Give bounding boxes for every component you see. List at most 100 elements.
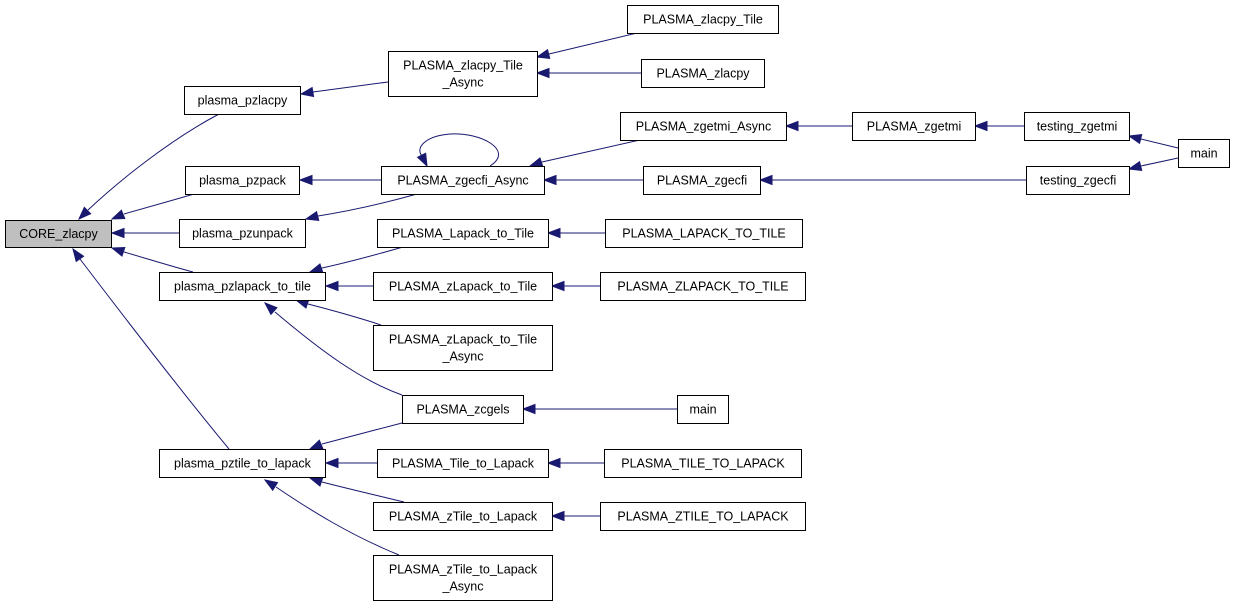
node-label: PLASMA_ZTILE_TO_LAPACK — [617, 510, 789, 524]
node-box — [377, 219, 549, 248]
node-plasma-zgetmi-async[interactable]: PLASMA_zgetmi_Async — [620, 112, 787, 141]
node-label: PLASMA_LAPACK_TO_TILE — [622, 227, 786, 241]
node-main-zcgels[interactable]: main — [677, 395, 729, 424]
node-plasma-tile-to-lapack[interactable]: PLASMA_TILE_TO_LAPACK — [604, 449, 802, 478]
edge-main_zcgels-to-PLASMA_zcgels — [521, 403, 677, 415]
node-plasma-pzunpack[interactable]: plasma_pzunpack — [179, 219, 306, 248]
node-label: PLASMA_zgetmi_Async — [636, 120, 771, 134]
node-box — [184, 86, 301, 115]
node-box — [159, 449, 326, 478]
node-plasma-zgecfi[interactable]: PLASMA_zgecfi — [643, 166, 761, 195]
edge-line — [541, 139, 641, 163]
node-plasma-zlapack-to-tile-async[interactable]: PLASMA_zLapack_to_Tile_Async — [373, 325, 553, 371]
arrowhead-icon — [110, 246, 126, 257]
node-label: main — [1190, 147, 1217, 161]
edge-line — [312, 81, 389, 93]
arrowhead-icon — [263, 302, 278, 316]
node-plasma-zlapack-to-tile[interactable]: PLASMA_ZLAPACK_TO_TILE — [600, 272, 806, 301]
arrowhead-icon — [308, 476, 324, 487]
edge-PLASMA_zgetmi-to-PLASMA_zgetmi_Async — [784, 120, 852, 132]
node-plasma-ztile-to-lapack[interactable]: PLASMA_zTile_to_Lapack — [373, 502, 553, 531]
edge-line — [317, 193, 418, 217]
edge-PLASMA_zlacpy-to-PLASMA_zlacpy_Tile_Async — [535, 67, 641, 79]
node-box — [179, 219, 306, 248]
node-plasma-ztile-to-lapack-async[interactable]: PLASMA_zTile_to_Lapack_Async — [373, 555, 553, 601]
node-plasma-pztile-to-lapack[interactable]: plasma_pztile_to_lapack — [159, 449, 326, 478]
edge-line — [123, 251, 194, 273]
node-label: PLASMA_zTile_to_Lapack — [389, 510, 538, 524]
node-label: testing_zgetmi — [1037, 120, 1118, 134]
node-box — [381, 166, 545, 195]
node-label: PLASMA_zlacpy_Tile — [643, 13, 763, 27]
node-plasma-zlacpy-tile[interactable]: PLASMA_zlacpy_Tile — [627, 5, 779, 34]
edge-line — [419, 133, 499, 167]
node-box — [1178, 139, 1230, 168]
node-label: PLASMA_ZLAPACK_TO_TILE — [617, 280, 788, 294]
edge-PLASMA_zgecfi_Async-to-PLASMA_zgecfi_Async — [416, 133, 499, 168]
node-label: testing_zgecfi — [1040, 174, 1116, 188]
arrowhead-icon — [528, 157, 544, 168]
arrowhead-icon — [758, 174, 773, 186]
node-box — [185, 166, 300, 195]
node-label: PLASMA_zlacpy — [656, 67, 750, 81]
arrowhead-icon — [542, 174, 557, 186]
node-box — [5, 220, 112, 248]
node-plasma-pzpack[interactable]: plasma_pzpack — [185, 166, 300, 195]
edge-main_testing-to-testing_zgecfi — [1127, 157, 1179, 172]
node-label: PLASMA_zlacpy_Tile — [403, 59, 523, 73]
node-box — [641, 59, 765, 88]
arrowhead-icon — [1127, 133, 1143, 145]
arrowhead-icon — [308, 263, 324, 274]
edge-PLASMA_zlacpy_Tile_Async-to-plasma_pzlacpy — [299, 81, 389, 98]
arrowhead-icon — [298, 174, 313, 186]
node-plasma-zgetmi[interactable]: PLASMA_zgetmi — [852, 112, 976, 141]
node-box — [1026, 166, 1130, 195]
node-plasma-pzlacpy[interactable]: plasma_pzlacpy — [184, 86, 301, 115]
edge-plasma_pzlapack_to_tile-to-core_zlacpy — [110, 246, 194, 273]
edge-PLASMA_zcgels-to-plasma_pzlapack_to_tile — [263, 302, 403, 396]
edge-PLASMA_ZTILE_TO_LAPACK-to-PLASMA_zTile_to_Lapack — [550, 510, 600, 522]
node-label: main — [689, 403, 716, 417]
node-plasma-zlacpy[interactable]: PLASMA_zlacpy — [641, 59, 765, 88]
node-plasma-lapack-to-tile[interactable]: PLASMA_Lapack_to_Tile — [377, 219, 549, 248]
arrowhead-icon — [784, 120, 799, 132]
node-plasma-zcgels[interactable]: PLASMA_zcgels — [402, 395, 524, 424]
node-main-testing[interactable]: main — [1178, 139, 1230, 168]
arrowhead-icon — [1127, 160, 1143, 172]
edge-PLASMA_zLapack_to_Tile_Async-to-plasma_pzlapack_to_tile — [294, 298, 382, 326]
node-box — [402, 395, 524, 424]
edge-line — [1140, 138, 1179, 149]
edge-PLASMA_zcgels-to-plasma_pztile_to_lapack — [308, 422, 403, 450]
node-box — [373, 272, 553, 301]
node-core-zlacpy: CORE_zlacpy — [5, 220, 112, 248]
node-plasma-lapack-to-tile[interactable]: PLASMA_LAPACK_TO_TILE — [605, 219, 803, 248]
node-label: PLASMA_zLapack_to_Tile — [389, 333, 537, 347]
arrowhead-icon — [324, 457, 339, 469]
edge-PLASMA_zTile_to_Lapack-to-plasma_pztile_to_lapack — [308, 476, 405, 503]
node-plasma-zlapack-to-tile[interactable]: PLASMA_zLapack_to_Tile — [373, 272, 553, 301]
node-box — [159, 272, 326, 301]
edge-line — [1140, 157, 1179, 167]
node-plasma-ztile-to-lapack[interactable]: PLASMA_ZTILE_TO_LAPACK — [600, 502, 806, 531]
node-plasma-pzlapack-to-tile[interactable]: plasma_pzlapack_to_tile — [159, 272, 326, 301]
arrowhead-icon — [521, 403, 536, 415]
arrowhead-icon — [299, 86, 315, 98]
arrowhead-icon — [72, 247, 85, 263]
edge-PLASMA_zgecfi_Async-to-plasma_pzpack — [298, 174, 381, 186]
node-testing-zgecfi[interactable]: testing_zgecfi — [1026, 166, 1130, 195]
node-plasma-zlacpy-tile-async[interactable]: PLASMA_zlacpy_Tile_Async — [388, 51, 538, 97]
node-label: plasma_pzpack — [199, 174, 287, 188]
arrowhead-icon — [304, 210, 320, 222]
node-plasma-tile-to-lapack[interactable]: PLASMA_Tile_to_Lapack — [377, 449, 549, 478]
node-testing-zgetmi[interactable]: testing_zgetmi — [1024, 112, 1130, 141]
edge-main_testing-to-testing_zgetmi — [1127, 133, 1179, 149]
edge-line — [123, 193, 195, 215]
node-box — [600, 272, 806, 301]
edge-line — [548, 32, 638, 55]
edge-PLASMA_Tile_to_Lapack-to-plasma_pztile_to_lapack — [324, 457, 377, 469]
node-plasma-zgecfi-async[interactable]: PLASMA_zgecfi_Async — [381, 166, 545, 195]
arrowhead-icon — [77, 206, 92, 221]
node-box — [677, 395, 729, 424]
node-box — [388, 51, 538, 97]
